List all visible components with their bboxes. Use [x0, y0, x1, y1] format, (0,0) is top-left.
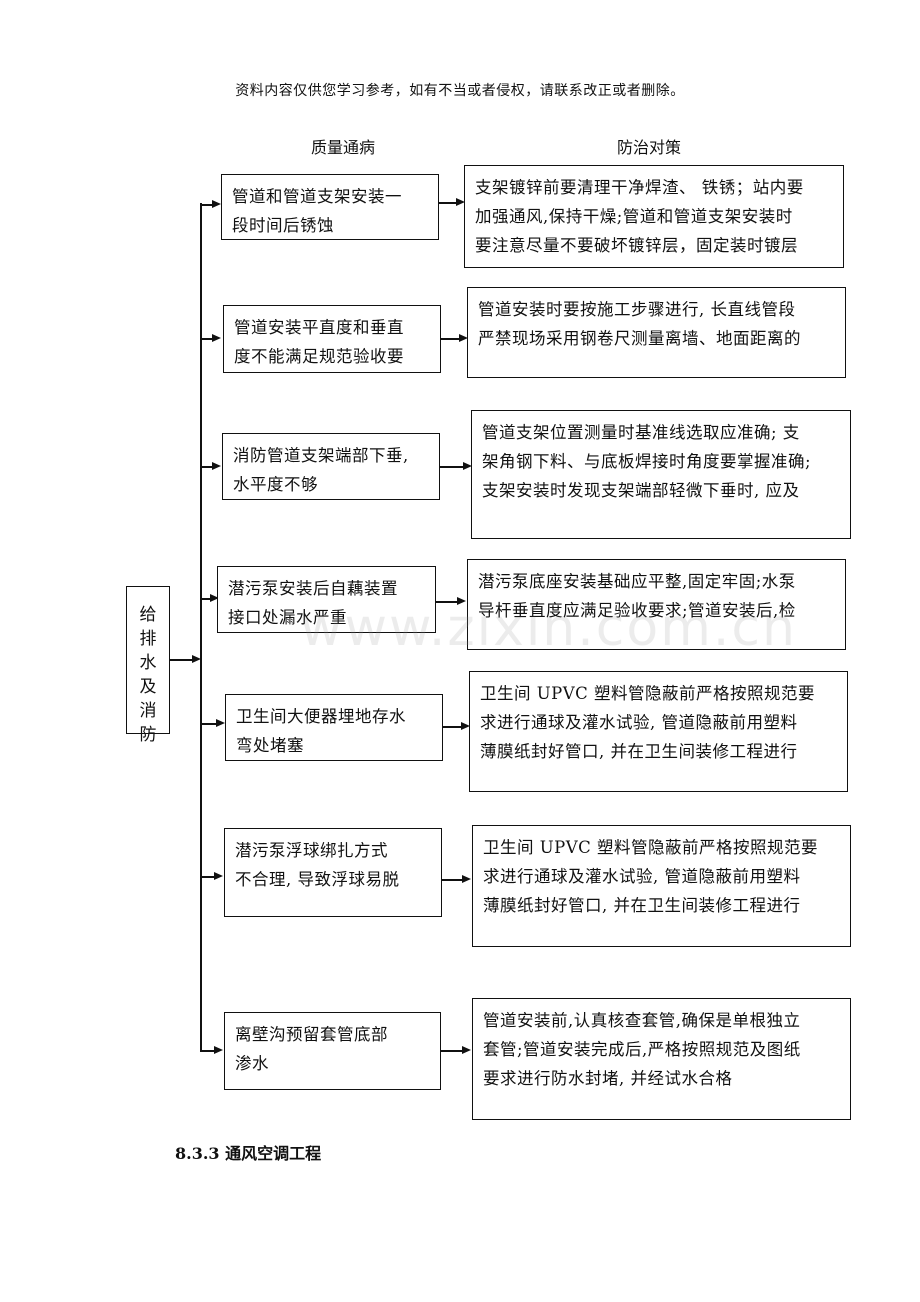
watermark: www.zixin.com.cn [300, 598, 797, 658]
problem-line: 消防管道支架端部下垂, [233, 446, 409, 465]
problem-box-2: 管道安装平直度和垂直 度不能满足规范验收要 [223, 305, 441, 373]
solution-box-1: 支架镀锌前要清理干净焊渣、 铁锈；站内要 加强通风,保持干燥;管道和管道支架安装… [464, 165, 844, 268]
branch-line [200, 598, 210, 600]
branch-line [200, 204, 212, 206]
root-char: 防 [139, 725, 157, 745]
root-char: 水 [139, 653, 157, 673]
copyright-notice: 资料内容仅供您学习参考，如有不当或者侵权，请联系改正或者删除。 [235, 83, 685, 99]
problem-box-7: 离壁沟预留套管底部 渗水 [224, 1012, 441, 1090]
branch-arrow [212, 334, 221, 342]
root-arrow [192, 655, 201, 663]
link-line [436, 601, 457, 603]
problem-line: 管道安装平直度和垂直 [234, 318, 404, 337]
header-solution: 防治对策 [617, 138, 682, 157]
header-problem: 质量通病 [311, 138, 376, 157]
root-char: 排 [139, 629, 157, 649]
trunk-line [200, 203, 202, 1051]
solution-line: 架角钢下料、与底板焊接时角度要掌握准确; [482, 452, 812, 471]
solution-line: 管道支架位置测量时基准线选取应准确; 支 [482, 423, 800, 442]
problem-box-6: 潜污泵浮球绑扎方式 不合理, 导致浮球易脱 [224, 828, 442, 917]
branch-arrow [214, 872, 223, 880]
link-arrow [459, 334, 468, 342]
solution-line: 潜污泵底座安装基础应平整,固定牢固;水泵 [478, 572, 796, 591]
section-title: 8.3.3 通风空调工程 [175, 1144, 322, 1163]
branch-arrow [216, 719, 225, 727]
solution-line: 薄膜纸封好管口, 并在卫生间装修工程进行 [480, 742, 798, 761]
link-arrow [462, 875, 471, 883]
solution-box-3: 管道支架位置测量时基准线选取应准确; 支 架角钢下料、与底板焊接时角度要掌握准确… [471, 410, 851, 539]
problem-box-3: 消防管道支架端部下垂, 水平度不够 [222, 433, 440, 500]
link-arrow [456, 198, 465, 206]
branch-arrow [212, 200, 221, 208]
problem-line: 弯处堵塞 [236, 736, 304, 755]
problem-line: 潜污泵安装后自藕装置 [228, 579, 398, 598]
solution-line: 支架安装时发现支架端部轻微下垂时, 应及 [482, 481, 800, 500]
solution-line: 卫生间 UPVC 塑料管隐蔽前严格按照规范要 [480, 684, 816, 703]
solution-line: 支架镀锌前要清理干净焊渣、 铁锈；站内要 [475, 178, 804, 197]
link-line [441, 338, 459, 340]
problem-line: 管道和管道支架安装一 [232, 187, 402, 206]
solution-line: 导杆垂直度应满足验收要求;管道安装后,检 [478, 601, 796, 620]
branch-line [200, 723, 216, 725]
solution-line: 要注意尽量不要破坏镀锌层，固定装时镀层 [475, 236, 798, 255]
solution-box-4: 潜污泵底座安装基础应平整,固定牢固;水泵 导杆垂直度应满足验收要求;管道安装后,… [467, 559, 846, 650]
solution-line: 管道安装时要按施工步骤进行, 长直线管段 [478, 300, 796, 319]
branch-line [200, 1050, 214, 1052]
solution-line: 套管;管道安装完成后,严格按照规范及图纸 [483, 1040, 801, 1059]
solution-line: 求进行通球及灌水试验, 管道隐蔽前用塑料 [480, 713, 798, 732]
problem-line: 渗水 [235, 1054, 269, 1073]
root-node-water-supply-drainage-fire: 给 排 水 及 消 防 [126, 586, 170, 745]
solution-line: 要求进行防水封堵, 并经试水合格 [483, 1069, 733, 1088]
branch-arrow [214, 1046, 223, 1054]
solution-box-5: 卫生间 UPVC 塑料管隐蔽前严格按照规范要 求进行通球及灌水试验, 管道隐蔽前… [469, 671, 848, 792]
link-line [442, 879, 462, 881]
problem-line: 不合理, 导致浮球易脱 [235, 870, 400, 889]
problem-line: 潜污泵浮球绑扎方式 [235, 841, 388, 860]
solution-box-7: 管道安装前,认真核查套管,确保是单根独立 套管;管道安装完成后,严格按照规范及图… [472, 998, 851, 1120]
branch-arrow [212, 462, 221, 470]
root-char: 消 [139, 701, 157, 721]
link-arrow [462, 1046, 471, 1054]
branch-line [200, 338, 212, 340]
branch-line [200, 876, 214, 878]
solution-line: 严禁现场采用钢卷尺测量离墙、地面距离的 [478, 329, 801, 348]
solution-box-6: 卫生间 UPVC 塑料管隐蔽前严格按照规范要 求进行通球及灌水试验, 管道隐蔽前… [472, 825, 851, 947]
branch-line [200, 466, 212, 468]
problem-line: 段时间后锈蚀 [232, 216, 334, 235]
root-char: 给 [139, 605, 157, 625]
solution-line: 卫生间 UPVC 塑料管隐蔽前严格按照规范要 [483, 838, 819, 857]
problem-box-4: 潜污泵安装后自藕装置 接口处漏水严重 [217, 566, 436, 633]
solution-box-2: 管道安装时要按施工步骤进行, 长直线管段 严禁现场采用钢卷尺测量离墙、地面距离的 [467, 287, 846, 378]
link-line [440, 466, 463, 468]
problem-line: 离壁沟预留套管底部 [235, 1025, 388, 1044]
link-arrow [463, 462, 472, 470]
solution-line: 管道安装前,认真核查套管,确保是单根独立 [483, 1011, 801, 1030]
problem-line: 卫生间大便器埋地存水 [236, 707, 406, 726]
link-line [441, 1050, 462, 1052]
branch-arrow [210, 594, 219, 602]
root-connector [170, 659, 192, 661]
problem-box-1: 管道和管道支架安装一 段时间后锈蚀 [221, 174, 439, 240]
link-arrow [461, 722, 470, 730]
link-arrow [457, 597, 466, 605]
link-line [438, 202, 456, 204]
solution-line: 求进行通球及灌水试验, 管道隐蔽前用塑料 [483, 867, 801, 886]
problem-line: 水平度不够 [233, 475, 318, 494]
problem-line: 度不能满足规范验收要 [234, 347, 404, 366]
problem-line: 接口处漏水严重 [228, 608, 347, 627]
root-char: 及 [139, 677, 157, 697]
problem-box-5: 卫生间大便器埋地存水 弯处堵塞 [225, 694, 443, 761]
solution-line: 薄膜纸封好管口, 并在卫生间装修工程进行 [483, 896, 801, 915]
link-line [442, 726, 461, 728]
solution-line: 加强通风,保持干燥;管道和管道支架安装时 [475, 207, 793, 226]
